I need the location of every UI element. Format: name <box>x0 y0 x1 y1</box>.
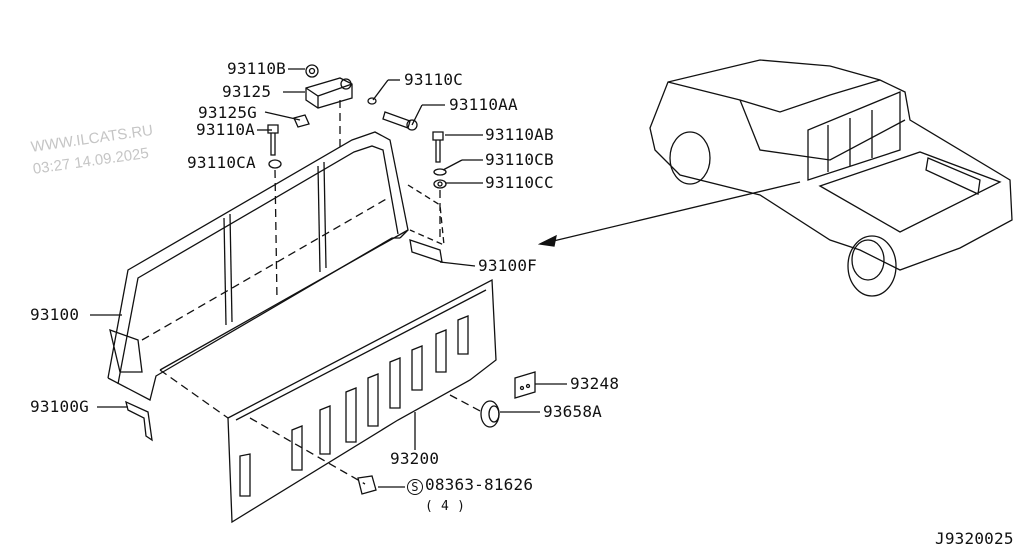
label-93658A[interactable]: 93658A <box>543 402 602 421</box>
location-arrow <box>537 181 801 247</box>
label-93125G[interactable]: 93125G <box>198 103 257 122</box>
label-93110B[interactable]: 93110B <box>227 59 286 78</box>
label-93110C[interactable]: 93110C <box>404 70 463 89</box>
rear-frame-93100 <box>107 100 445 401</box>
label-93125[interactable]: 93125 <box>222 82 272 101</box>
diagram-code: J9320025 <box>935 529 1014 548</box>
bolt-part-number: 08363-81626 <box>425 475 534 494</box>
truck-illustration <box>649 59 1013 297</box>
rear-panel-93200 <box>159 278 497 524</box>
label-93100[interactable]: 93100 <box>30 305 80 324</box>
label-93110CA[interactable]: 93110CA <box>187 153 256 172</box>
label-93100G[interactable]: 93100G <box>30 397 89 416</box>
label-93110CC[interactable]: 93110CC <box>485 173 554 192</box>
bolt-quantity: ( 4 ) <box>425 499 466 514</box>
label-93110AB[interactable]: 93110AB <box>485 125 554 144</box>
label-93110A[interactable]: 93110A <box>196 120 255 139</box>
label-93200[interactable]: 93200 <box>390 449 440 468</box>
label-93110CB[interactable]: 93110CB <box>485 150 554 169</box>
label-93100F[interactable]: 93100F <box>478 256 537 275</box>
label-93248[interactable]: 93248 <box>570 374 620 393</box>
hardware <box>125 64 536 495</box>
standard-part-symbol: S <box>407 479 423 495</box>
label-93110AA[interactable]: 93110AA <box>449 95 518 114</box>
leader-lines <box>90 68 567 488</box>
